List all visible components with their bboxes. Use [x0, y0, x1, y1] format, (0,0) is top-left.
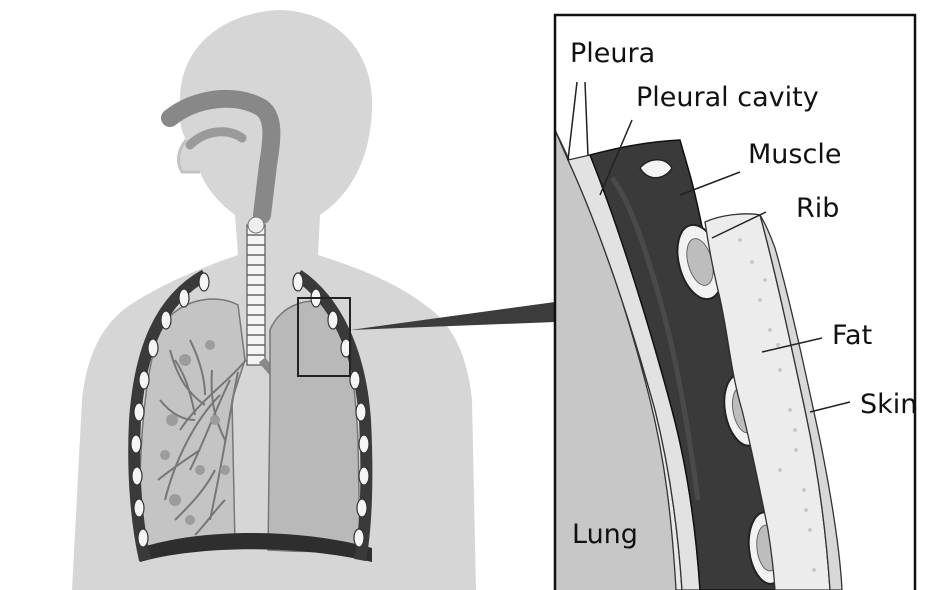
label-fat: Fat	[832, 320, 872, 351]
label-muscle: Muscle	[748, 139, 841, 170]
label-pleural-cavity: Pleural cavity	[636, 82, 819, 113]
torso-illustration	[72, 10, 555, 590]
label-skin: Skin	[860, 389, 917, 420]
label-pleura: Pleura	[570, 38, 655, 69]
trachea	[247, 217, 265, 365]
label-lung: Lung	[572, 519, 638, 550]
label-rib: Rib	[796, 193, 839, 224]
